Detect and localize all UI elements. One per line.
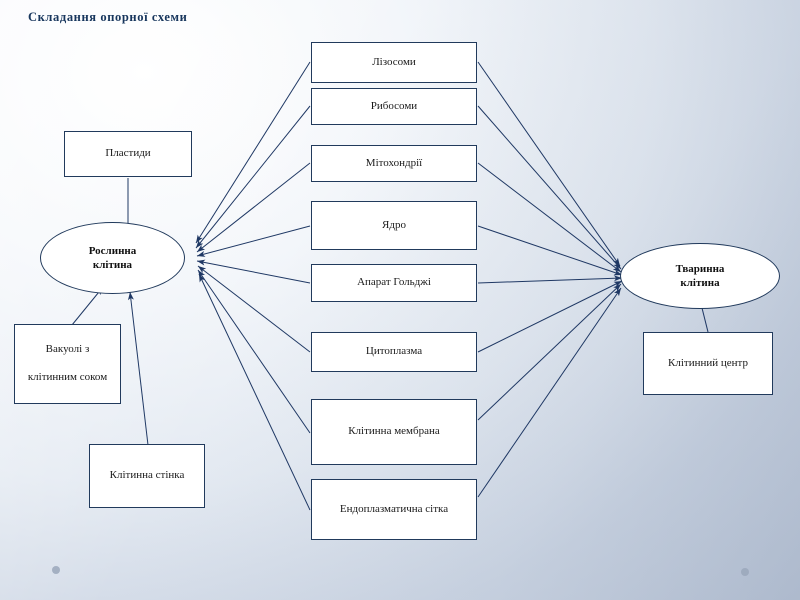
bullet-dot-right [741,568,749,576]
bullet-dot-left [52,566,60,574]
organelle-box-1[interactable]: Рибосоми [311,88,477,125]
plant-cell-label-line1: Рослинна [88,244,137,257]
node-animal-cell[interactable]: Тваринна клітина [620,243,780,309]
plant-cell-label-line2: клітина [92,259,133,271]
organelle-box-7[interactable]: Ендоплазматична сітка [311,479,477,540]
organelle-box-3[interactable]: Ядро [311,201,477,250]
organelle-label-2: Мітохондрії [365,156,423,169]
plastids-label: Пластиди [105,147,151,160]
organelle-label-7: Ендоплазматична сітка [339,502,449,515]
organelle-label-3: Ядро [382,218,406,231]
organelle-label-5: Цитоплазма [365,345,423,358]
organelle-box-2[interactable]: Мітохондрії [311,145,477,182]
organelle-label-1: Рибосоми [370,99,418,112]
animal-cell-label-line2: клітина [680,277,720,289]
vacuoles-label-line2: клітинним соком [27,370,108,383]
node-cell-wall[interactable]: Клітинна стінка [89,444,205,508]
organelle-label-0: Лізосоми [372,55,416,68]
vacuoles-label-line1: Вакуолі з [45,343,90,356]
organelle-box-0[interactable]: Лізосоми [311,42,477,83]
cell-wall-label: Клітинна стінка [109,469,185,482]
node-vacuoles[interactable]: Вакуолі з клітинним соком [14,324,121,404]
cell-center-label: Клітинний центр [668,356,748,369]
node-plastids[interactable]: Пластиди [64,131,192,177]
node-plant-cell[interactable]: Рослинна клітина [40,222,185,294]
node-cell-center[interactable]: Клітинний центр [643,332,773,395]
organelle-label-6: Клітинна мембрана [348,425,440,438]
organelle-box-5[interactable]: Цитоплазма [311,332,477,372]
organelle-label-4: Апарат Гольджі [357,276,431,289]
organelle-box-6[interactable]: Клітинна мембрана [311,399,477,465]
page-title: Складання опорної схеми [28,10,188,24]
organelle-box-4[interactable]: Апарат Гольджі [311,264,477,302]
animal-cell-label-line1: Тваринна [675,262,725,275]
